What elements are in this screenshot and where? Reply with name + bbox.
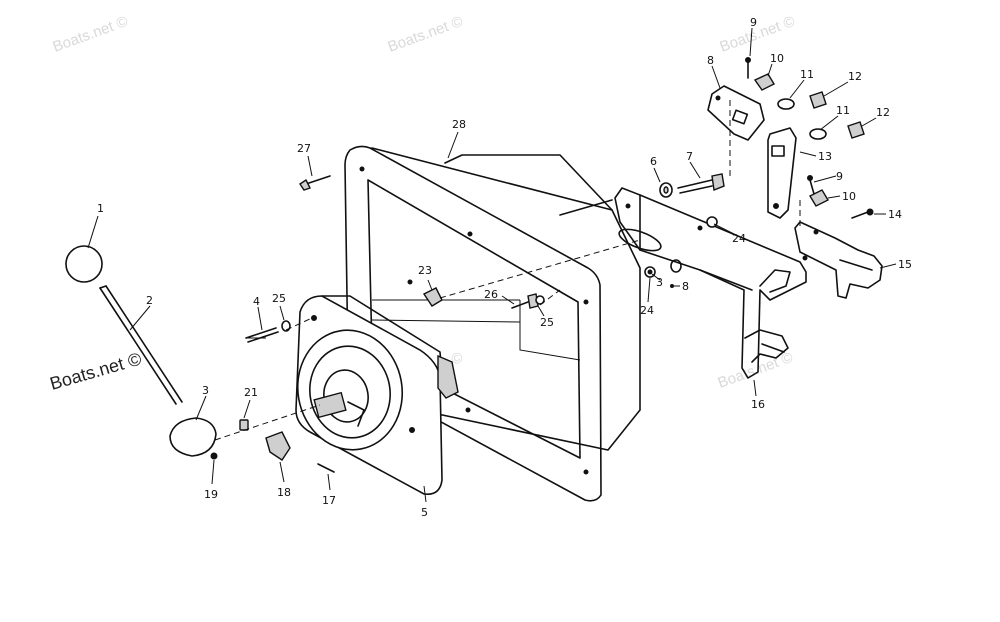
callout-25-left: 25 bbox=[272, 292, 286, 305]
plate-8 bbox=[707, 85, 765, 141]
callout-13: 13 bbox=[818, 150, 832, 163]
housing-28 bbox=[344, 145, 641, 502]
leader-lines bbox=[87, 27, 897, 503]
clamp-15 bbox=[794, 221, 883, 299]
watermark: Boats.net © bbox=[716, 349, 796, 392]
callout-25-right: 25 bbox=[540, 316, 554, 329]
callout-5: 5 bbox=[421, 506, 428, 519]
callout-9-mid: 9 bbox=[836, 170, 843, 183]
callout-3-small: 3 bbox=[656, 276, 663, 289]
watermark-prominent: Boats.net © bbox=[48, 349, 144, 394]
callout-24-upper: 24 bbox=[732, 232, 746, 245]
callout-24-lower: 24 bbox=[640, 304, 654, 317]
callout-28: 28 bbox=[452, 118, 466, 131]
callout-8-small: 8 bbox=[682, 280, 689, 293]
callout-8: 8 bbox=[707, 54, 714, 67]
callout-19: 19 bbox=[204, 488, 218, 501]
callout-10-mid: 10 bbox=[842, 190, 856, 203]
watermarks: Boats.net © Boats.net © Boats.net © Boat… bbox=[48, 13, 798, 394]
callout-1: 1 bbox=[97, 202, 104, 215]
callout-16: 16 bbox=[751, 398, 765, 411]
screws bbox=[245, 175, 545, 343]
callout-21: 21 bbox=[244, 386, 258, 399]
callout-27: 27 bbox=[297, 142, 311, 155]
handle-parts bbox=[65, 245, 335, 473]
callout-10-top: 10 bbox=[770, 52, 784, 65]
callout-17: 17 bbox=[322, 494, 336, 507]
callout-7: 7 bbox=[686, 150, 693, 163]
callout-15: 15 bbox=[898, 258, 912, 271]
hardware-top bbox=[745, 57, 874, 219]
callout-11-mid: 11 bbox=[836, 104, 850, 117]
callouts: 1 2 3 4 25 21 19 18 17 5 27 28 23 26 25 … bbox=[97, 16, 912, 519]
callout-26: 26 bbox=[484, 288, 498, 301]
watermark: Boats.net © bbox=[718, 13, 798, 56]
link-arm-13 bbox=[767, 127, 797, 219]
callout-11-top: 11 bbox=[800, 68, 814, 81]
callout-18: 18 bbox=[277, 486, 291, 499]
watermark: Boats.net © bbox=[386, 13, 466, 56]
callout-3: 3 bbox=[202, 384, 209, 397]
callout-12-mid: 12 bbox=[876, 106, 890, 119]
watermark: Boats.net © bbox=[51, 13, 131, 56]
control-head-5 bbox=[295, 295, 459, 496]
hardware-6-7 bbox=[659, 173, 725, 198]
callout-2: 2 bbox=[146, 294, 153, 307]
callout-12-top: 12 bbox=[848, 70, 862, 83]
callout-4: 4 bbox=[253, 295, 260, 308]
callout-14: 14 bbox=[888, 208, 902, 221]
callout-6: 6 bbox=[650, 155, 657, 168]
assembly-lines bbox=[214, 100, 801, 441]
bracket-16 bbox=[559, 187, 807, 379]
callout-23: 23 bbox=[418, 264, 432, 277]
callout-9-top: 9 bbox=[750, 16, 757, 29]
